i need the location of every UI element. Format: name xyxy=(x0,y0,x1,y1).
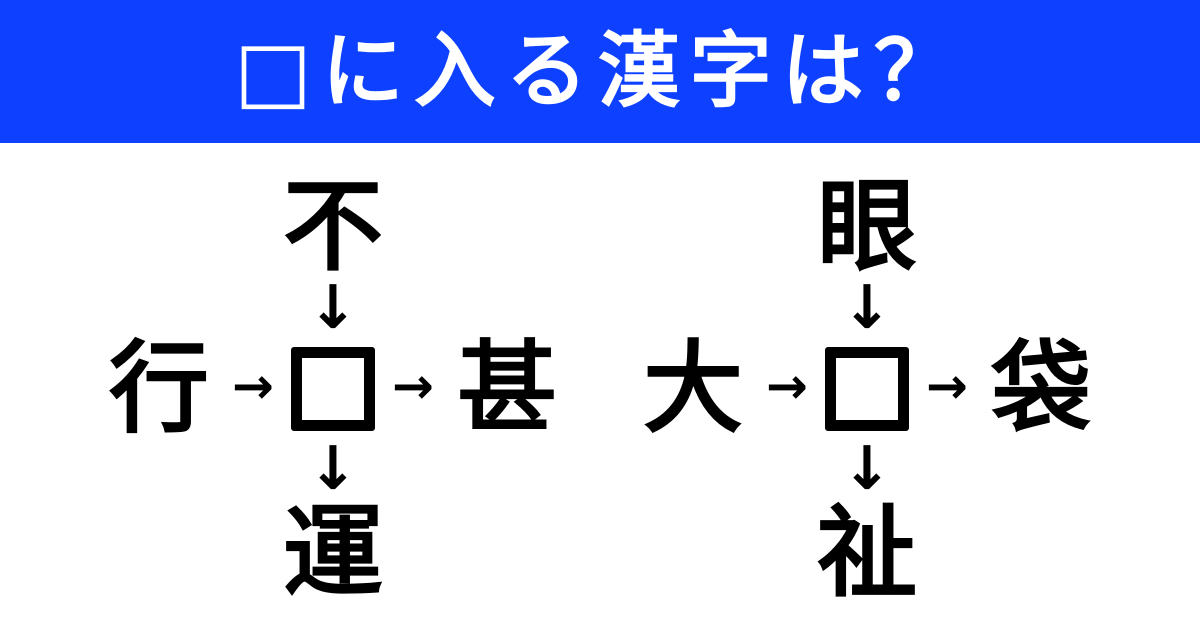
kanji-right: 袋 xyxy=(991,330,1091,447)
kanji-top: 不 xyxy=(283,168,383,285)
answer-box-square xyxy=(291,347,375,431)
kanji-top: 眼 xyxy=(817,168,917,285)
kanji-bottom: 祉 xyxy=(817,494,917,611)
answer-box-square xyxy=(825,347,909,431)
puzzle-right: 眼 ↓ 大 → → 袋 ↓ 祉 xyxy=(633,175,1101,609)
title-banner: □に入る漢字は？ xyxy=(0,0,1200,143)
answer-box xyxy=(825,347,909,431)
kanji-right: 甚 xyxy=(457,330,557,447)
arrow-right-icon: → xyxy=(232,357,274,415)
arrow-right-icon: → xyxy=(766,357,808,415)
puzzle-left: 不 ↓ 行 → → 甚 ↓ 運 xyxy=(99,175,567,609)
arrow-down-icon: ↓ xyxy=(307,273,359,343)
arrow-down-icon: ↓ xyxy=(307,434,359,504)
arrow-down-icon: ↓ xyxy=(841,273,893,343)
kanji-left: 行 xyxy=(109,330,209,447)
arrow-right-icon: → xyxy=(392,357,434,415)
arrow-down-icon: ↓ xyxy=(841,434,893,504)
kanji-bottom: 運 xyxy=(283,494,383,611)
arrow-right-icon: → xyxy=(926,357,968,415)
puzzle-area: 不 ↓ 行 → → 甚 ↓ 運 眼 ↓ 大 → → 袋 ↓ 祉 xyxy=(0,143,1200,609)
kanji-left: 大 xyxy=(643,330,743,447)
answer-box xyxy=(291,347,375,431)
page-title: □に入る漢字は？ xyxy=(234,23,966,119)
